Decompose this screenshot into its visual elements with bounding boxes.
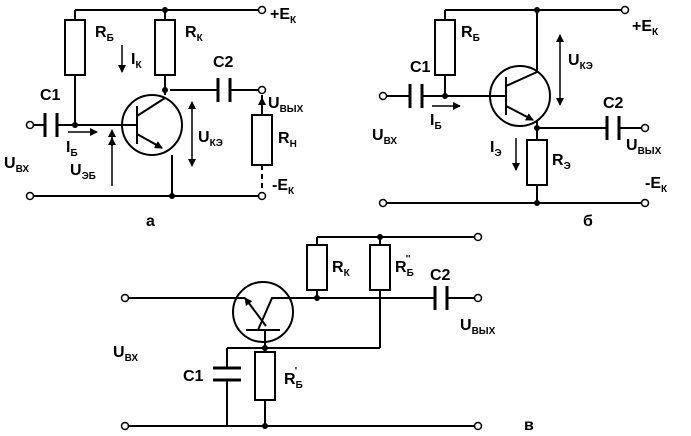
- c-c2-capacitor: [433, 286, 449, 310]
- b-uke-label: UКЭ: [568, 52, 593, 72]
- b-base-wire: [383, 75, 492, 97]
- c-output-terminal: [473, 293, 483, 303]
- b-ground-terminal-left: [378, 198, 388, 208]
- c-c2-label: C2: [430, 267, 451, 284]
- c-rb2-resistor: [369, 244, 391, 291]
- c-rb2-label: RБ'': [395, 254, 414, 279]
- a-vplus-terminal: [257, 5, 267, 15]
- a-rk-label: RК: [185, 24, 204, 44]
- a-c2-capacitor: [216, 78, 232, 102]
- a-uke-label: UКЭ: [198, 129, 223, 149]
- c-top-rail: [316, 236, 478, 245]
- a-top-rail: [74, 9, 262, 20]
- a-rn-label: RН: [278, 130, 297, 150]
- c-ground-terminal-left: [120, 421, 130, 431]
- a-ground-terminal-left: [25, 191, 35, 201]
- b-input-terminal: [378, 91, 388, 101]
- b-rb-resistor: [434, 19, 456, 76]
- b-uin-label: UВХ: [372, 127, 397, 147]
- c-uin-label: UВХ: [113, 344, 138, 364]
- a-ik-label: IК: [131, 51, 142, 71]
- a-caption: а: [146, 213, 155, 230]
- a-vminus-terminal: [257, 191, 267, 201]
- a-uout-label: UВЫХ: [268, 95, 304, 115]
- a-c1-label: C1: [40, 87, 61, 104]
- b-vminus-label: -EК: [645, 175, 668, 195]
- b-vplus-terminal: [620, 5, 630, 15]
- b-c2-label: C2: [603, 95, 624, 112]
- a-rn-resistor: [251, 114, 273, 166]
- a-collector-wire: [164, 75, 263, 115]
- a-input-terminal: [25, 120, 35, 130]
- a-ib-label: IБ: [66, 139, 78, 159]
- b-transistor: [489, 65, 551, 127]
- c-ground-terminal-right: [473, 421, 483, 431]
- b-ib-label: IБ: [430, 112, 442, 132]
- a-rb-resistor: [64, 19, 86, 76]
- a-uin-label: UВХ: [4, 155, 29, 175]
- b-c2-capacitor: [605, 116, 621, 140]
- b-caption: б: [583, 213, 593, 230]
- c-c1-capacitor: [213, 366, 241, 382]
- c-caption: в: [524, 417, 534, 434]
- b-uout-label: UВЫХ: [626, 137, 662, 157]
- a-c2-label: C2: [213, 54, 234, 71]
- circuit-c: RК RБ'' C2 UВЫХ UВХ C1 RБ' в: [113, 232, 534, 434]
- b-vplus-label: +EК: [632, 18, 659, 38]
- b-c1-label: C1: [410, 59, 431, 76]
- c-signal-wire: [125, 290, 478, 299]
- c-uout-label: UВЫХ: [460, 317, 496, 337]
- a-vplus-label: +EК: [270, 6, 297, 26]
- b-vminus-terminal: [640, 198, 650, 208]
- c-rb1-label: RБ': [284, 366, 303, 391]
- a-rk-resistor: [154, 19, 176, 76]
- a-ground-rail: [30, 155, 262, 197]
- b-c1-capacitor: [408, 84, 424, 108]
- c-vplus-terminal: [473, 232, 483, 242]
- c-c1-label: C1: [183, 368, 204, 385]
- a-vminus-label: -EК: [272, 177, 295, 197]
- b-output-terminal: [640, 123, 650, 133]
- a-rb-label: RБ: [95, 24, 114, 44]
- b-re-label: RЭ: [552, 152, 571, 172]
- b-ie-label: IЭ: [490, 139, 502, 159]
- a-transistor: [121, 94, 183, 155]
- a-c1-capacitor: [43, 113, 59, 137]
- c-input-terminal: [120, 293, 130, 303]
- c-rk-resistor: [306, 244, 328, 291]
- c-base-network: [226, 298, 381, 426]
- a-ueb-label: UЭБ: [70, 162, 96, 182]
- b-re-resistor: [526, 139, 548, 186]
- c-transistor: [232, 281, 294, 343]
- c-rb1-resistor: [254, 351, 276, 401]
- a-output-terminal: [257, 85, 267, 95]
- circuit-b: RБ C1 IБ UВХ UКЭ C2 UВЫХ IЭ RЭ +EК -EК б: [372, 5, 668, 230]
- b-rb-label: RБ: [461, 24, 480, 44]
- c-rk-label: RК: [332, 259, 351, 279]
- circuit-a: RБ RК IК C1 C2 IБ UВХ UЭБ UКЭ UВЫХ RН +E…: [4, 5, 304, 230]
